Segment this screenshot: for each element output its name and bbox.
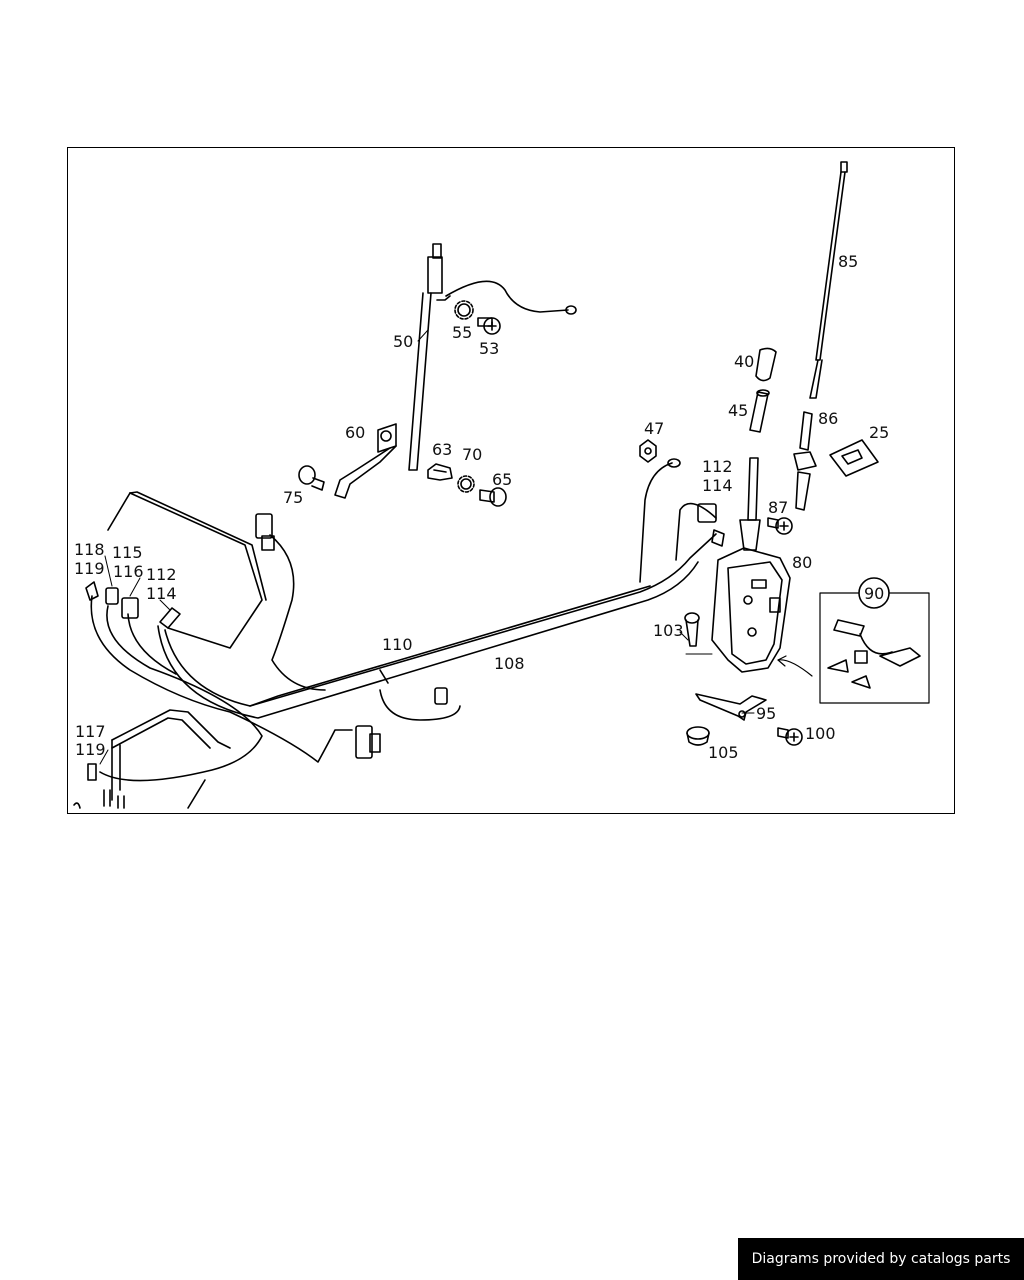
ground-lead-47 (639, 462, 673, 583)
label-25: 25 (869, 423, 889, 442)
cable-loop-lower (379, 689, 461, 721)
lock-washer-55 (454, 300, 474, 320)
connector-lower (355, 725, 381, 759)
cable-left-2 (99, 605, 263, 782)
label-40: 40 (734, 352, 754, 371)
connector-112-114-left (159, 607, 181, 629)
label-114-left: 114 (146, 584, 177, 603)
label-45: 45 (728, 401, 748, 420)
label-50: 50 (393, 332, 413, 351)
label-114: 114 (702, 476, 733, 495)
label-110: 110 (382, 635, 413, 654)
label-80: 80 (792, 553, 812, 572)
bolt-103 (684, 612, 700, 647)
antenna-motor-80 (711, 457, 791, 673)
diagram-frame (67, 147, 955, 814)
label-87: 87 (768, 498, 788, 517)
bolt-75 (298, 465, 325, 491)
label-118: 118 (74, 540, 105, 559)
main-wiring-harness (157, 533, 717, 719)
label-63: 63 (432, 440, 452, 459)
label-47: 47 (644, 419, 664, 438)
label-60: 60 (345, 423, 365, 442)
leader-lines (99, 329, 755, 765)
cable-eyelet (565, 305, 577, 315)
cable-to-connector-top (269, 534, 326, 691)
label-116: 116 (113, 562, 144, 581)
label-75: 75 (283, 488, 303, 507)
label-115: 115 (112, 543, 143, 562)
connector-top (255, 513, 275, 551)
screw-87 (767, 517, 793, 535)
connector-118-119 (85, 581, 99, 601)
ground-cable (445, 280, 569, 313)
antenna-mast-50 (408, 243, 451, 471)
label-100: 100 (805, 724, 836, 743)
antenna-mast-85 (809, 161, 848, 399)
sleeve-45 (749, 389, 770, 433)
screw-100 (777, 727, 803, 746)
label-86: 86 (818, 409, 838, 428)
label-119: 119 (74, 559, 105, 578)
grommet-105 (686, 726, 710, 746)
cable-to-connector-right (675, 502, 717, 561)
label-112-left: 112 (146, 565, 177, 584)
connector-115-116 (105, 587, 139, 619)
label-85: 85 (838, 252, 858, 271)
nut-47 (639, 439, 657, 463)
label-105: 105 (708, 743, 739, 762)
label-65: 65 (492, 470, 512, 489)
bolt-53 (477, 317, 501, 335)
cap-40 (755, 347, 777, 382)
label-95: 95 (756, 704, 776, 723)
label-108: 108 (494, 654, 525, 673)
lock-washer-70 (457, 475, 475, 493)
connector-117-119 (87, 763, 125, 809)
label-53: 53 (479, 339, 499, 358)
bracket-95 (695, 693, 767, 721)
lower-trim-panel (73, 709, 231, 809)
part-labels: 50 53 55 60 63 70 65 75 47 112 114 85 40… (74, 252, 889, 762)
rear-shelf-panel (107, 491, 267, 649)
bracket-60 (334, 423, 397, 499)
gasket-25 (829, 439, 879, 477)
mount-nut-86 (793, 411, 817, 511)
connector-112-114-right (697, 503, 725, 547)
label-70: 70 (462, 445, 482, 464)
label-55: 55 (452, 323, 472, 342)
clip-63 (427, 463, 453, 481)
cable-left-3 (127, 613, 177, 675)
label-112: 112 (702, 457, 733, 476)
bolt-65 (479, 487, 507, 507)
label-103: 103 (653, 621, 684, 640)
label-90: 90 (864, 584, 884, 603)
inset-box-90 (777, 577, 930, 704)
cable-left-1 (90, 595, 353, 763)
connector-mid (434, 687, 448, 705)
label-119-lower: 119 (75, 740, 106, 759)
footer-credit: Diagrams provided by catalogs parts (738, 1238, 1024, 1280)
label-117: 117 (75, 722, 106, 741)
